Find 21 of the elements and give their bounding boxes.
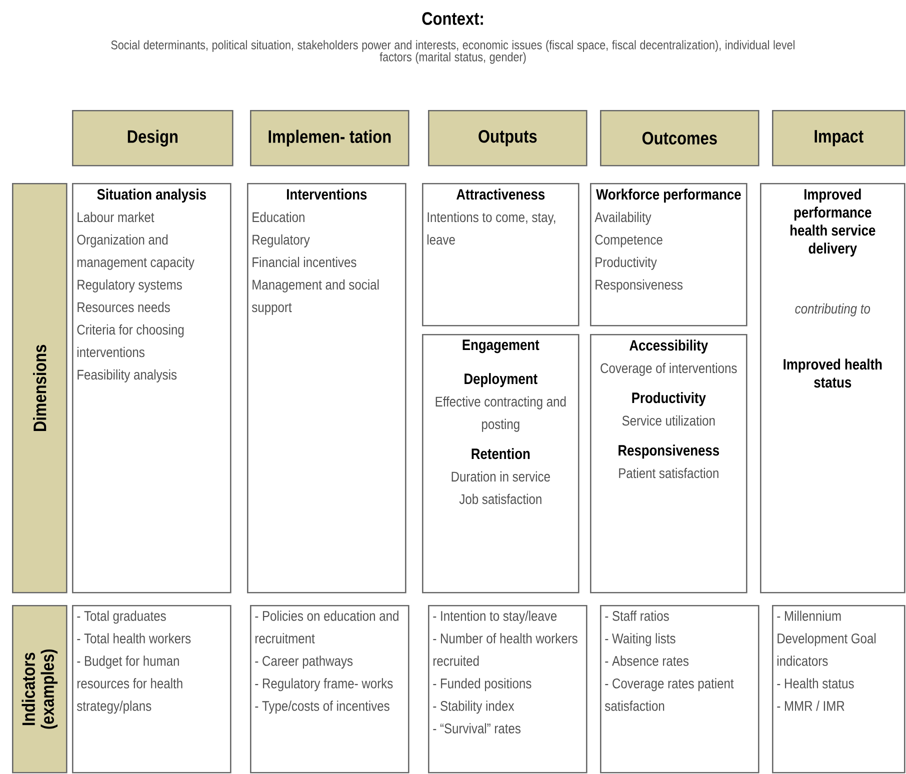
indicator-box: - Millennium Development Goal indicators - Health status - MMR / IMR [772,604,906,774]
stage-header-box: Outputs [428,110,588,166]
dimension-box: Interventions Education Regulatory Financial incentives Management and social support [247,182,406,594]
title: Context: [422,12,483,25]
subtitle: Social determinants, political situation, stakeholders power and interests, economic issues (fiscal space, fiscal decentralization), individual level factors (marital status, gender) [111,40,794,64]
dimension-box: Improved performance health service delivery contributing to Improved health status [760,182,906,594]
row-header-band: Indicators (examples) [12,604,68,774]
indicator-box: - Intention to stay/leave - Number of health workers recruited - Funded positions - Stability index - “Survival” rates [428,604,588,774]
indicator-box: - Policies on education and recruitment - Career pathways - Regulatory frame- works - Type/costs of incentives [250,604,410,774]
stage-header-box: Implemen- tation [250,110,410,166]
row-header-band: Dimensions [12,182,68,594]
dimension-box: Workforce performance Availability Competence Productivity Responsiveness [590,182,748,326]
stage-header-box: Outcomes [600,110,760,166]
indicator-box: - Total graduates - Total health workers - Budget for human resources for health strategy/plans [72,604,232,774]
stage-header-box: Design [72,110,234,166]
dimension-box: Situation analysis Labour market Organization and management capacity Regulatory systems Resources needs Criteria for choosing interventions Feasibility analysis [72,182,232,594]
indicator-box: - Staff ratios - Waiting lists - Absence rates - Coverage rates patient satisfaction [600,604,760,774]
dimension-box: Attractiveness Intentions to come, stay, leave [422,182,580,326]
dimension-box: Accessibility Coverage of interventions Productivity Service utilization Responsiveness Patient satisfaction [590,334,748,594]
stage-header-box: Impact [772,110,906,166]
dimension-box: Engagement Deployment Effective contracting and posting Retention Duration in service Job satisfaction [422,334,580,594]
